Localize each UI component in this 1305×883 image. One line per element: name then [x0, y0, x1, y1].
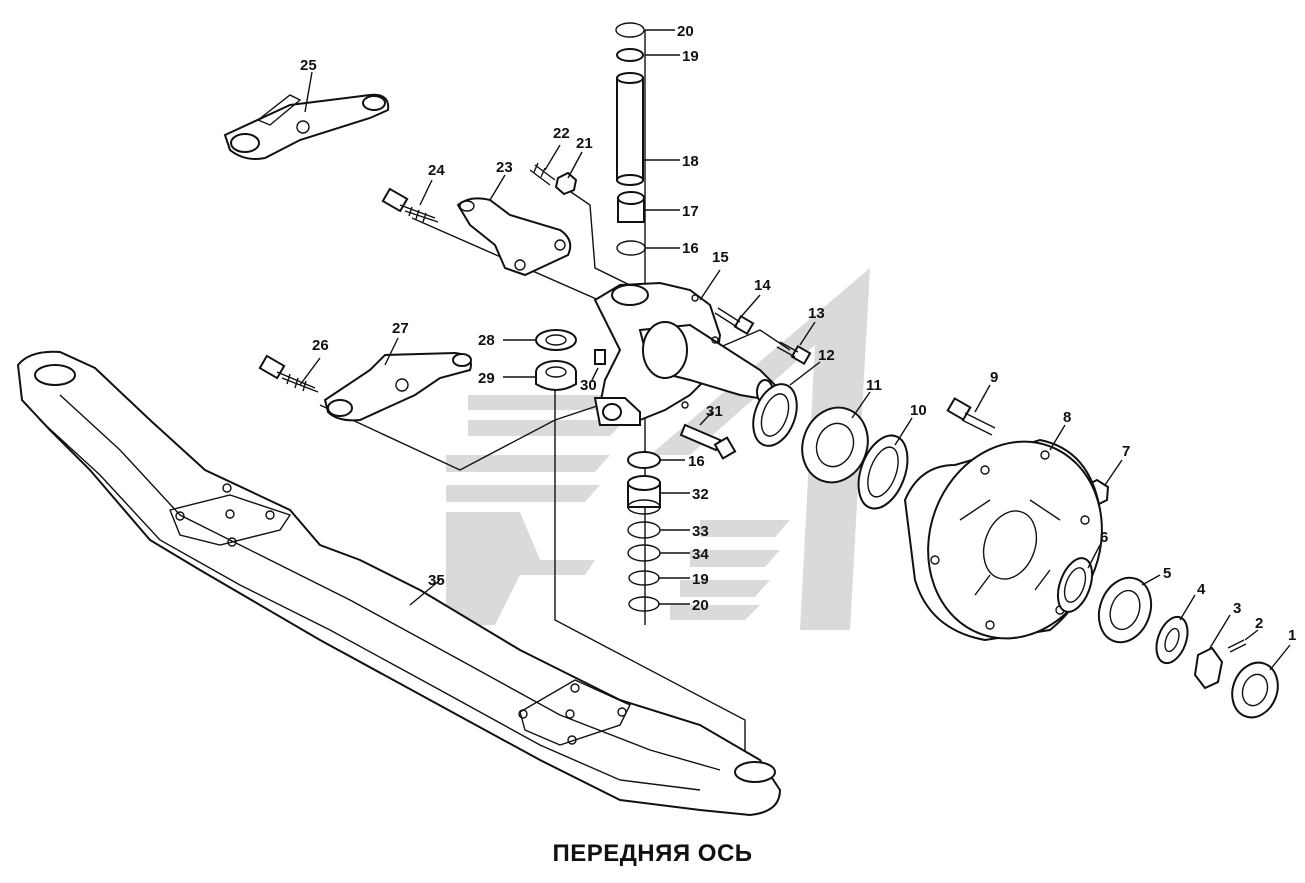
- callout-14: 14: [754, 277, 771, 294]
- callout-24: 24: [428, 162, 445, 179]
- callout-29: 29: [478, 370, 495, 387]
- callout-labels: 1 2 3 4 5 6 7 8 9 10 11 12 13 14 15 16 1…: [300, 23, 1296, 644]
- callout-6: 6: [1100, 529, 1108, 546]
- callout-31: 31: [706, 403, 723, 420]
- callout-4: 4: [1197, 581, 1206, 598]
- nut-21: [554, 171, 578, 196]
- callout-2: 2: [1255, 615, 1263, 632]
- callout-11: 11: [866, 377, 882, 394]
- bolt-9: [946, 397, 996, 436]
- callout-28: 28: [478, 332, 495, 349]
- callout-18: 18: [682, 153, 699, 170]
- knuckle-bushings: [535, 329, 606, 391]
- diagram-title: ПЕРЕДНЯЯ ОСЬ: [552, 840, 753, 867]
- bolt-14: [714, 307, 755, 336]
- callout-20-upper: 20: [677, 23, 694, 40]
- callout-23: 23: [496, 159, 513, 176]
- callout-34: 34: [692, 546, 709, 563]
- bolt-13: [776, 341, 812, 366]
- callout-3: 3: [1233, 600, 1241, 617]
- callout-22: 22: [553, 125, 570, 142]
- callout-12: 12: [818, 347, 835, 364]
- callout-13: 13: [808, 305, 825, 322]
- callout-21: 21: [576, 135, 593, 152]
- kingpin-upper-stack: [615, 22, 646, 256]
- callout-15: 15: [712, 249, 729, 266]
- callout-9: 9: [990, 369, 998, 386]
- wheel-hub: [903, 438, 1103, 642]
- callout-16-lower: 16: [688, 453, 705, 470]
- front-axle-beam: [16, 350, 782, 817]
- bolt-26: [258, 354, 319, 393]
- callout-10: 10: [910, 402, 927, 419]
- callout-7: 7: [1122, 443, 1130, 460]
- callout-17: 17: [682, 203, 699, 220]
- callout-5: 5: [1163, 565, 1171, 582]
- callout-19-upper: 19: [682, 48, 699, 65]
- callout-16-upper: 16: [682, 240, 699, 257]
- callout-27: 27: [392, 320, 409, 337]
- callout-leaders: [299, 29, 1291, 671]
- bolt-24: [381, 187, 439, 223]
- kingpin-lower-stack: [627, 451, 661, 612]
- watermark-logo: [446, 268, 870, 630]
- callout-35: 35: [428, 572, 445, 589]
- callout-33: 33: [692, 523, 709, 540]
- callout-20-lower: 20: [692, 597, 709, 614]
- bolt-31: [679, 423, 737, 460]
- steering-arm-upper: [223, 93, 390, 160]
- callout-8: 8: [1063, 409, 1071, 426]
- callout-26: 26: [312, 337, 329, 354]
- hub-outer-bearing-set: [1056, 557, 1279, 719]
- steering-arm-lower: [323, 351, 472, 422]
- callout-32: 32: [692, 486, 709, 503]
- callout-25: 25: [300, 57, 317, 74]
- bolt-22: [529, 162, 556, 186]
- callout-19-lower: 19: [692, 571, 709, 588]
- steering-arm-middle: [456, 197, 572, 277]
- callout-30: 30: [580, 377, 597, 394]
- hub-inner-bearing-set: [752, 383, 909, 510]
- callout-1: 1: [1288, 627, 1296, 644]
